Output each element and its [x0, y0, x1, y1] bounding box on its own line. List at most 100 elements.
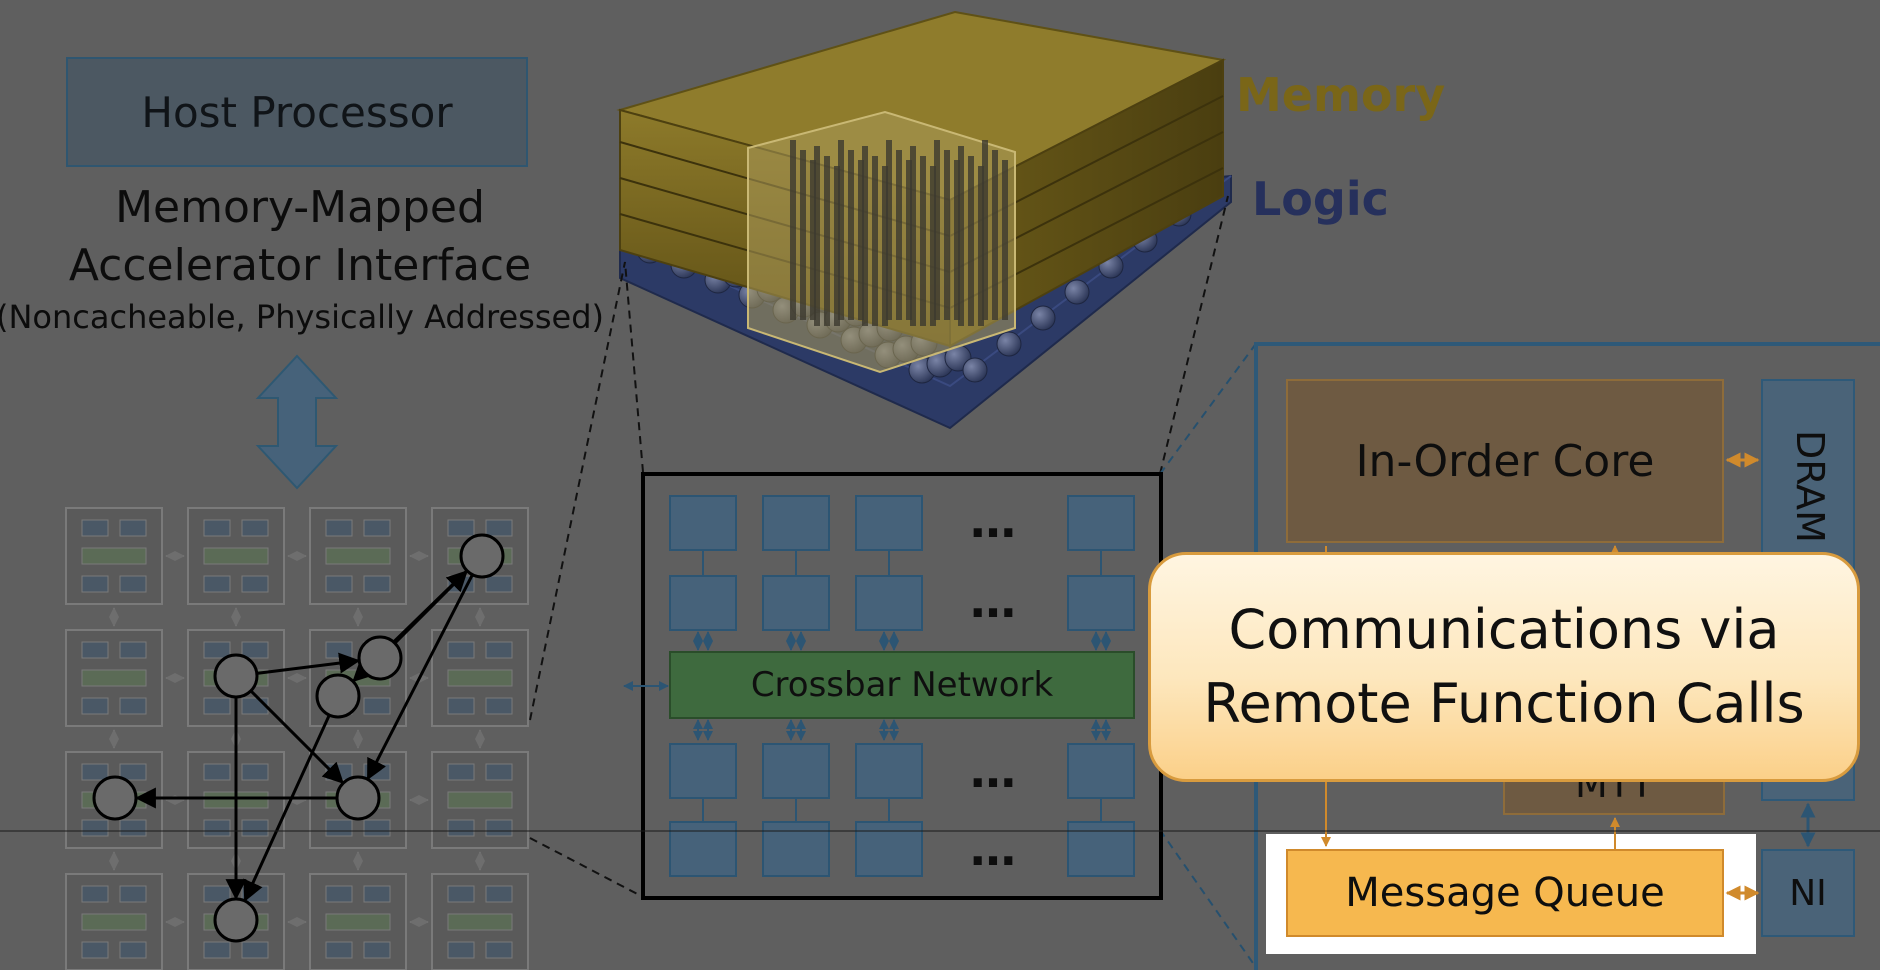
crossbar-network-bar: [669, 651, 1135, 719]
crossbar-node: [855, 575, 923, 631]
tsv-pillar: [858, 160, 864, 320]
in-order-core-label: In-Order Core: [1355, 435, 1655, 487]
task-node: [92, 775, 138, 821]
tile-block: [325, 941, 353, 959]
task-node: [335, 775, 381, 821]
tile-block: [447, 697, 475, 715]
tile-core: [325, 547, 391, 565]
crossbar-node: [762, 743, 830, 799]
tile-block: [485, 697, 513, 715]
crossbar-node: [669, 495, 737, 551]
crossbar-node: [1067, 495, 1135, 551]
tile-core: [81, 913, 147, 931]
tile-block: [485, 885, 513, 903]
tile-block: [363, 575, 391, 593]
tile-block: [447, 641, 475, 659]
crossbar-node: [1067, 743, 1135, 799]
tile-block: [447, 819, 475, 837]
ellipsis-row-1: …: [970, 494, 1018, 548]
tile-block: [485, 941, 513, 959]
tsv-pillar: [992, 150, 998, 320]
vault-tile: [65, 629, 163, 727]
host-processor-box: Host Processor: [66, 57, 528, 167]
tile-block: [485, 575, 513, 593]
tile-block: [203, 763, 231, 781]
in-order-core-box: [1286, 379, 1724, 543]
host-processor-label: Host Processor: [141, 87, 453, 137]
tile-block: [447, 519, 475, 537]
crossbar-node: [669, 575, 737, 631]
tile-block: [203, 885, 231, 903]
tsv-pillar: [872, 156, 878, 326]
tile-core: [447, 669, 513, 687]
tile-block: [203, 697, 231, 715]
vault-tile: [431, 629, 529, 727]
tsv-pillar: [790, 140, 796, 320]
crossbar-node: [1067, 821, 1135, 877]
crossbar-node: [855, 743, 923, 799]
tile-block: [119, 641, 147, 659]
tile-block: [485, 641, 513, 659]
solder-ball: [1030, 305, 1056, 331]
interface-note: (Noncacheable, Physically Addressed): [0, 298, 604, 336]
tile-block: [203, 519, 231, 537]
tile-block: [363, 819, 391, 837]
tsv-pillar: [930, 166, 936, 326]
tile-block: [81, 763, 109, 781]
tile-core: [203, 547, 269, 565]
tsv-pillar: [944, 150, 950, 320]
tsv-pillar: [810, 160, 816, 320]
dram-label: DRAM: [1788, 430, 1832, 543]
tsv-pillar: [896, 150, 902, 320]
tile-block: [447, 885, 475, 903]
tile-core: [325, 913, 391, 931]
tile-block: [363, 697, 391, 715]
tile-block: [485, 519, 513, 537]
ellipsis-row-3: …: [970, 744, 1018, 798]
tsv-pillar: [920, 156, 926, 326]
tsv-pillar: [934, 140, 940, 320]
task-edge: [250, 690, 344, 784]
tile-block: [119, 941, 147, 959]
vault-tile: [309, 873, 407, 970]
crossbar-network-label: Crossbar Network: [750, 665, 1054, 705]
crossbar-node: [1067, 575, 1135, 631]
task-edge: [257, 652, 361, 675]
ni-box: [1761, 849, 1855, 937]
crossbar-node: [762, 495, 830, 551]
vault-tile: [187, 507, 285, 605]
tile-block: [485, 763, 513, 781]
tsv-pillar: [906, 160, 912, 320]
tile-block: [203, 575, 231, 593]
tile-block: [241, 519, 269, 537]
memory-stack-cube-icon: [616, 10, 1232, 430]
tile-block: [447, 941, 475, 959]
interface-title-line1: Memory-Mapped: [115, 182, 485, 233]
bidirectional-arrow-icon: [255, 354, 339, 490]
crossbar-node: [855, 821, 923, 877]
tile-block: [119, 697, 147, 715]
ellipsis-row-2: …: [970, 574, 1018, 628]
tile-block: [203, 819, 231, 837]
tile-core: [447, 913, 513, 931]
tile-block: [119, 763, 147, 781]
tile-block: [241, 641, 269, 659]
task-node: [213, 897, 259, 943]
logic-layer-label: Logic: [1252, 172, 1389, 226]
callout-line1: Communications via: [1228, 598, 1780, 661]
tsv-pillar: [814, 146, 820, 326]
tile-block: [325, 885, 353, 903]
tile-block: [363, 519, 391, 537]
tile-block: [325, 641, 353, 659]
callout-box: Communications via Remote Function Calls: [1148, 552, 1860, 782]
solder-ball: [1064, 279, 1090, 305]
tile-block: [447, 763, 475, 781]
tile-block: [241, 575, 269, 593]
tsv-pillar: [862, 146, 868, 326]
tile-block: [119, 519, 147, 537]
tsv-pillar: [978, 166, 984, 326]
callout-line2: Remote Function Calls: [1203, 672, 1805, 735]
tile-block: [325, 575, 353, 593]
vault-tile: [431, 751, 529, 849]
message-queue-label: Message Queue: [1345, 870, 1665, 916]
